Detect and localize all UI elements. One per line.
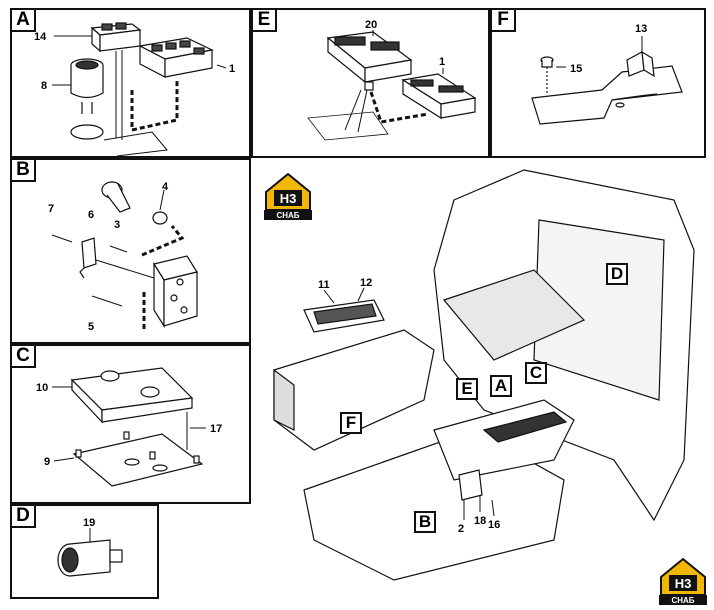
- brand-logo-bottom-sub: CHAБ: [671, 596, 694, 605]
- brand-logo-bottom: H3 CHAБ: [655, 555, 711, 605]
- main-num-18: 18: [474, 515, 486, 527]
- panel-d-num-19: 19: [83, 517, 95, 529]
- panel-e-num-1: 1: [439, 56, 445, 68]
- panel-a-num-1: 1: [229, 63, 235, 75]
- callout-b: B: [414, 511, 436, 533]
- main-num-12: 12: [360, 277, 372, 289]
- panel-e-label: E: [253, 9, 277, 32]
- switch-1-drawing: [401, 73, 477, 120]
- panel-c: C 10 17 9: [10, 344, 251, 504]
- panel-f: F 13 15: [490, 8, 706, 158]
- brand-logo-top-sub: CHAБ: [276, 211, 299, 220]
- main-num-16: 16: [488, 519, 500, 531]
- panel-f-label: F: [492, 9, 516, 32]
- main-cab-drawing: 11 12 2 18 16: [273, 169, 695, 581]
- panel-b-num-7: 7: [48, 203, 54, 215]
- callout-e: E: [456, 378, 478, 400]
- panel-e: E 20 1: [251, 8, 490, 158]
- panel-f-num-15: 15: [570, 63, 582, 75]
- callout-f: F: [340, 412, 362, 434]
- housing-drawing: [153, 255, 198, 329]
- cover-10-drawing: [70, 367, 194, 424]
- panel-b-num-4: 4: [162, 181, 169, 193]
- switch-14-drawing: [90, 22, 142, 53]
- brand-logo-bottom-text: H3: [675, 576, 692, 591]
- callout-c: C: [525, 362, 547, 384]
- panel-b-label: B: [12, 159, 36, 182]
- socket-19-drawing: [57, 539, 123, 577]
- knob-4-drawing: [101, 181, 168, 225]
- panel-b: B 4 7 6 3 5: [10, 158, 251, 344]
- brand-logo-top: H3 CHAБ: [260, 170, 316, 220]
- panel-c-num-10: 10: [36, 382, 48, 394]
- panel-d-drawing: 19: [57, 517, 123, 577]
- panel-c-label: C: [12, 345, 36, 368]
- floor-grid: [442, 269, 586, 361]
- main-num-2: 2: [458, 523, 464, 535]
- panel-f-drawing: 13 15: [531, 23, 683, 125]
- panel-a: A: [10, 8, 251, 158]
- panel-c-num-17: 17: [210, 423, 222, 435]
- panel-e-num-20: 20: [365, 19, 377, 31]
- panel-c-drawing: 10 17 9: [36, 367, 222, 487]
- bracket-13-drawing: [531, 50, 683, 125]
- switch-panel-1-drawing: [138, 37, 214, 78]
- panel-a-num-8: 8: [41, 80, 47, 92]
- main-num-11: 11: [318, 279, 330, 291]
- panel-e-drawing: 20 1: [307, 19, 477, 141]
- panel-a-label: A: [12, 9, 36, 32]
- panel-d-label: D: [12, 505, 36, 528]
- panel-c-num-9: 9: [44, 456, 50, 468]
- panel-f-num-13: 13: [635, 23, 647, 35]
- panel-b-num-3: 3: [114, 219, 120, 231]
- brand-logo-top-text: H3: [280, 191, 297, 206]
- plate-9-drawing: [72, 431, 204, 487]
- socket-8-drawing: [70, 58, 104, 140]
- callout-a: A: [490, 375, 512, 397]
- panel-a-num-14: 14: [34, 31, 47, 43]
- lamp-6-drawing: [79, 237, 97, 279]
- panel-a-drawing: 14 8 1: [34, 22, 235, 157]
- panel-b-num-5: 5: [88, 321, 94, 333]
- panel-b-drawing: 4 7 6 3 5: [48, 181, 198, 333]
- panel-d: D 19: [10, 504, 159, 599]
- switch-20-drawing: [326, 31, 413, 91]
- panel-b-num-6: 6: [88, 209, 94, 221]
- screw-15-drawing: [540, 56, 554, 95]
- callout-d: D: [606, 263, 628, 285]
